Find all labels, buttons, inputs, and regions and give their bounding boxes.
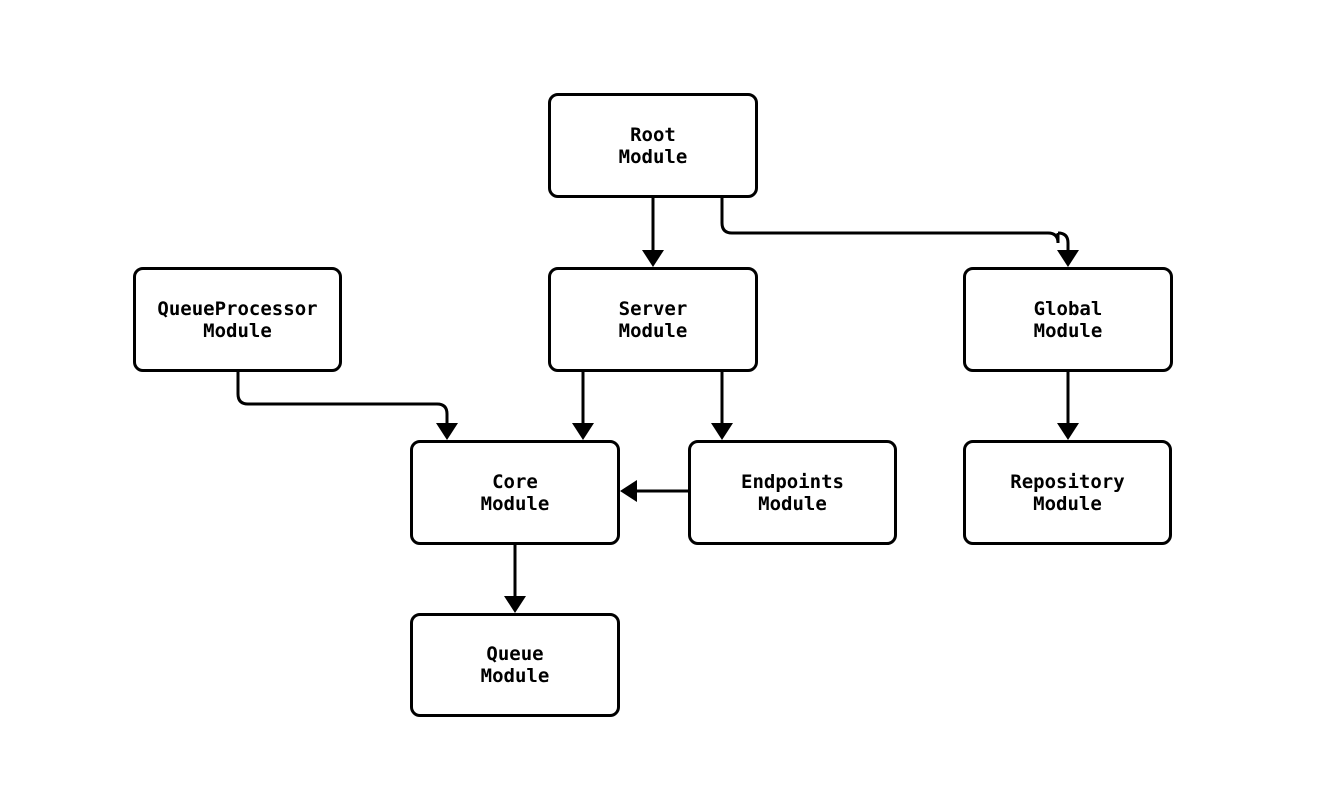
node-server-module: Server Module [548,267,758,372]
node-root-module-label-line2: Module [618,145,688,168]
node-queue-module: Queue Module [410,613,620,717]
arrowhead-server-to-endpoints [711,423,733,440]
arrowhead-root-to-global [1057,250,1079,267]
arrowhead-server-to-core [572,423,594,440]
node-repository-module: Repository Module [963,440,1172,545]
node-queue-module-label-line2: Module [480,665,550,687]
node-queueprocessor-module: QueueProcessor Module [133,267,342,372]
node-core-module-label-line2: Module [480,492,550,515]
arrowhead-core-to-queue [504,596,526,613]
node-endpoints-module-label-line2: Module [758,492,827,515]
node-endpoints-module-label-line1: Endpoints [741,470,844,493]
node-core-module-label-line1: Core [492,470,538,493]
node-queue-module-label-line1: Queue [486,643,544,665]
node-server-module-label-line1: Server [618,297,688,320]
node-queueprocessor-module-label-line1: QueueProcessor [157,297,318,320]
node-core-module: Core Module [410,440,620,545]
edge-queueprocessor-to-core [236,372,449,428]
node-global-module: Global Module [963,267,1173,372]
node-global-module-label-line2: Module [1033,319,1103,342]
arrowhead-root-to-server [642,250,664,267]
arrowhead-global-to-repository [1057,423,1079,440]
edge-root-to-global [720,198,1070,255]
node-queueprocessor-module-label-line2: Module [203,319,272,342]
arrowhead-queueprocessor-to-core [436,423,458,440]
node-root-module-label-line1: Root [630,123,676,146]
node-repository-module-label-line1: Repository [1010,470,1125,493]
arrowhead-endpoints-to-core [620,480,637,502]
node-server-module-label-line2: Module [618,319,688,342]
node-root-module: Root Module [548,93,758,198]
node-endpoints-module: Endpoints Module [688,440,897,545]
node-repository-module-label-line2: Module [1033,492,1102,515]
node-global-module-label-line1: Global [1033,297,1103,320]
